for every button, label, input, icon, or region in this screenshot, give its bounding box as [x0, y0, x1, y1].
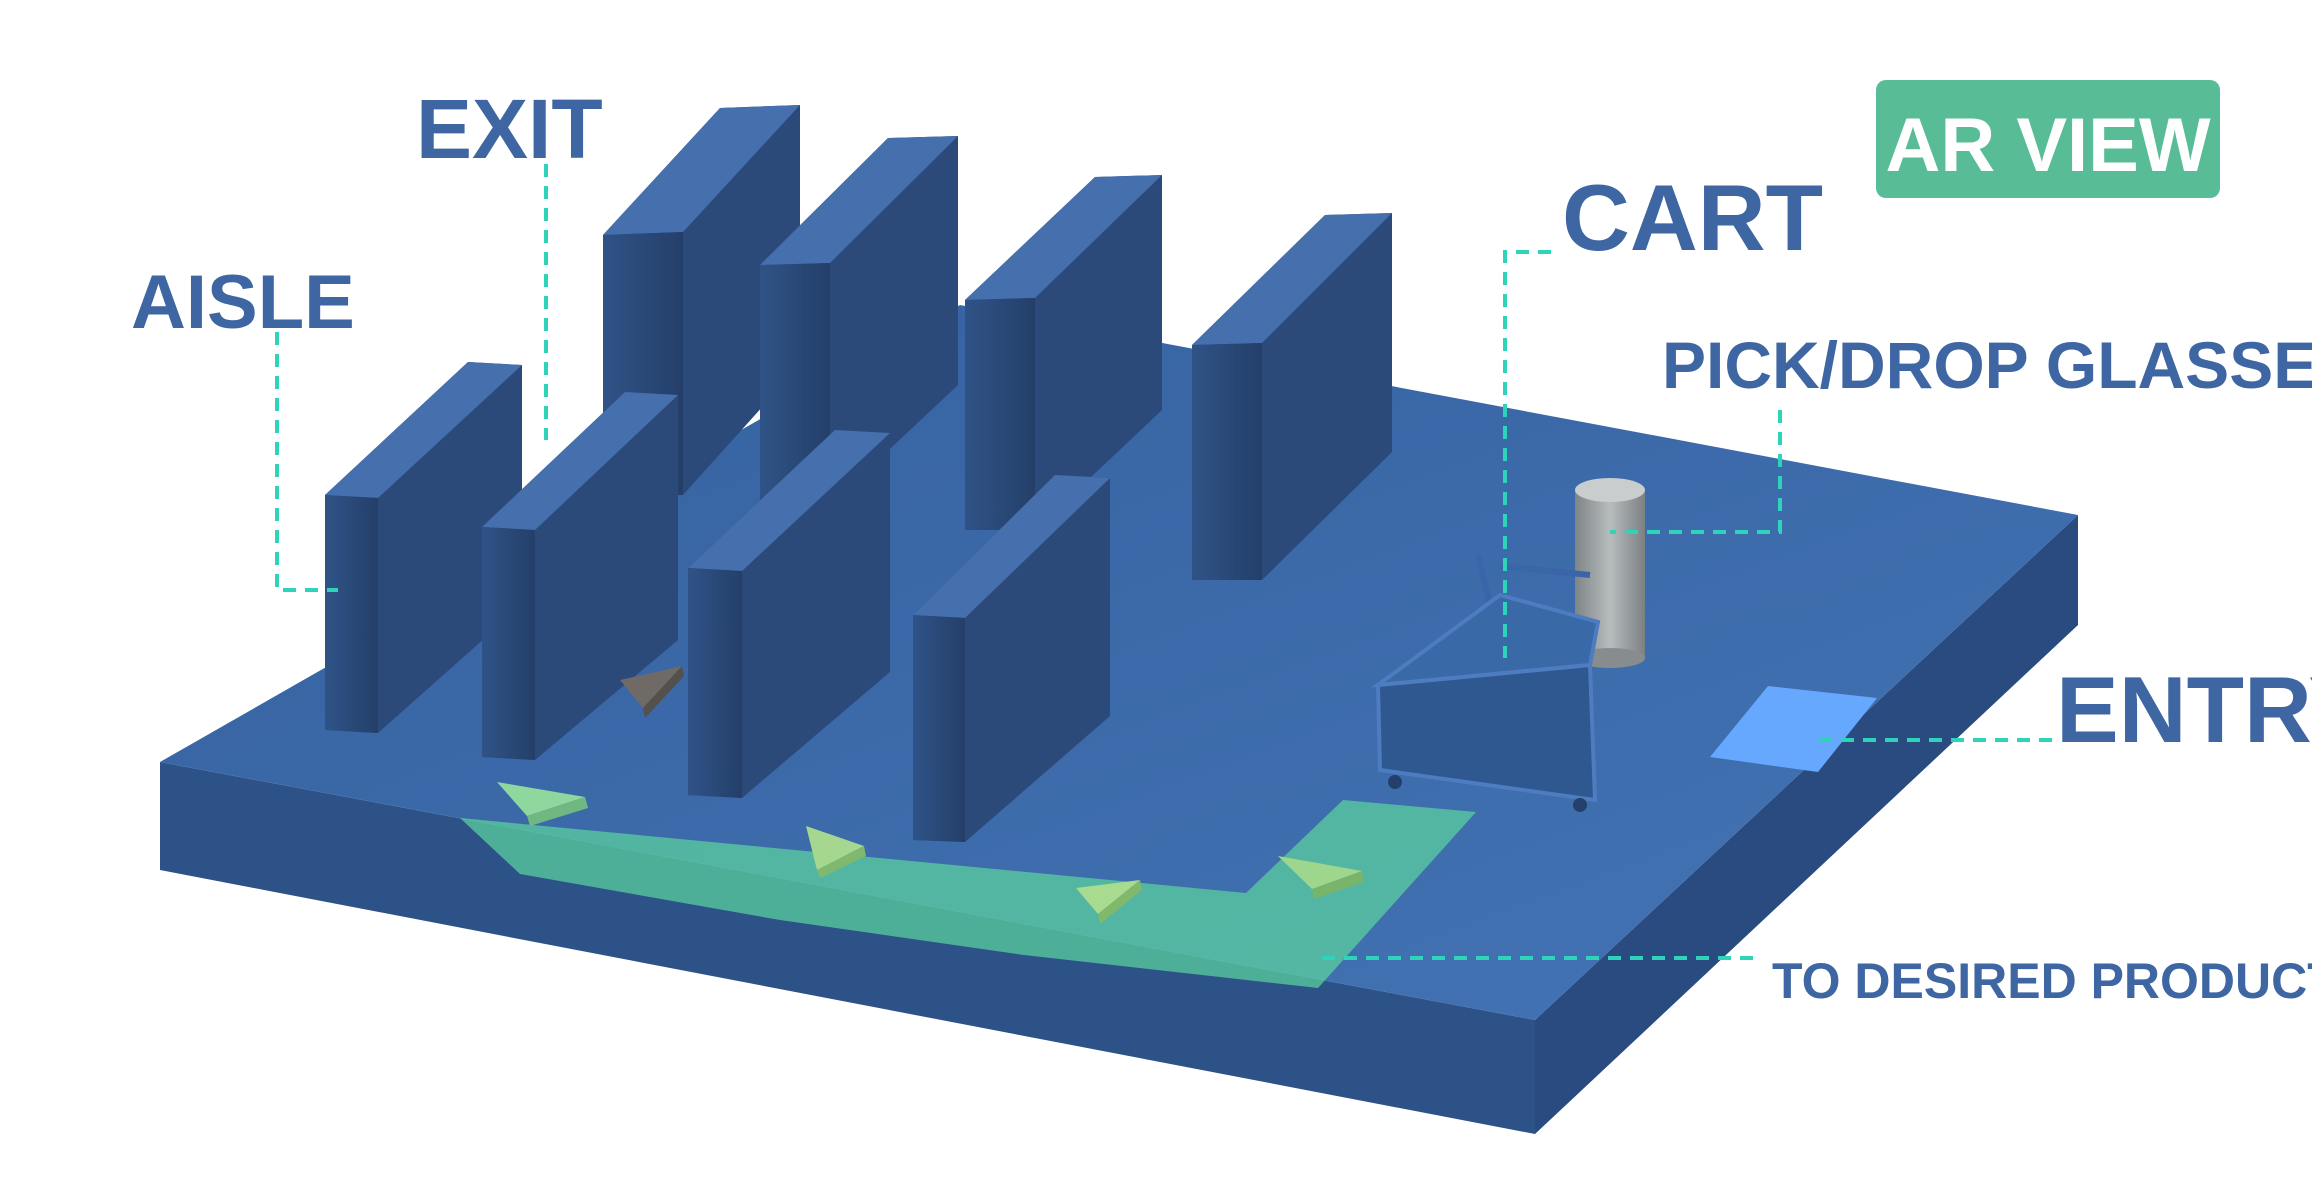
- cart-label: CART: [1562, 165, 1823, 270]
- to-product-label: TO DESIRED PRODUCT: [1772, 953, 2312, 1009]
- exit-label: EXIT: [416, 82, 603, 176]
- path-arrow-marker: [1278, 856, 1364, 899]
- shelf-unit: [482, 392, 678, 760]
- cart-leader-line: [1503, 250, 1551, 658]
- shelf-unit: [760, 136, 958, 505]
- entry-pad: [1710, 686, 1877, 772]
- pick-drop-leader-line: [1610, 410, 1782, 534]
- path-arrow-marker: [497, 782, 588, 826]
- entry-label: ENTRY: [2056, 657, 2312, 762]
- shopping-cart-model: [1371, 554, 1601, 812]
- path-arrow-marker: [620, 666, 684, 718]
- shelf-unit: [688, 430, 890, 798]
- aisle-leader-line: [275, 332, 338, 592]
- shelf-unit: [965, 175, 1162, 530]
- shelf-unit: [1192, 213, 1392, 580]
- path-arrow-marker: [1076, 880, 1142, 924]
- path-arrow-marker: [806, 826, 866, 878]
- shelf-unit: [325, 362, 522, 733]
- navigation-path: [460, 800, 1476, 988]
- ar-view-badge-text: AR VIEW: [1885, 103, 2210, 188]
- pick-drop-label: PICK/DROP GLASSES: [1662, 328, 2312, 402]
- aisle-label: AISLE: [131, 260, 355, 345]
- shelf-unit: [913, 475, 1110, 842]
- floor-right-side: [1535, 515, 2078, 1134]
- ar-view-badge: AR VIEW: [1876, 80, 2220, 198]
